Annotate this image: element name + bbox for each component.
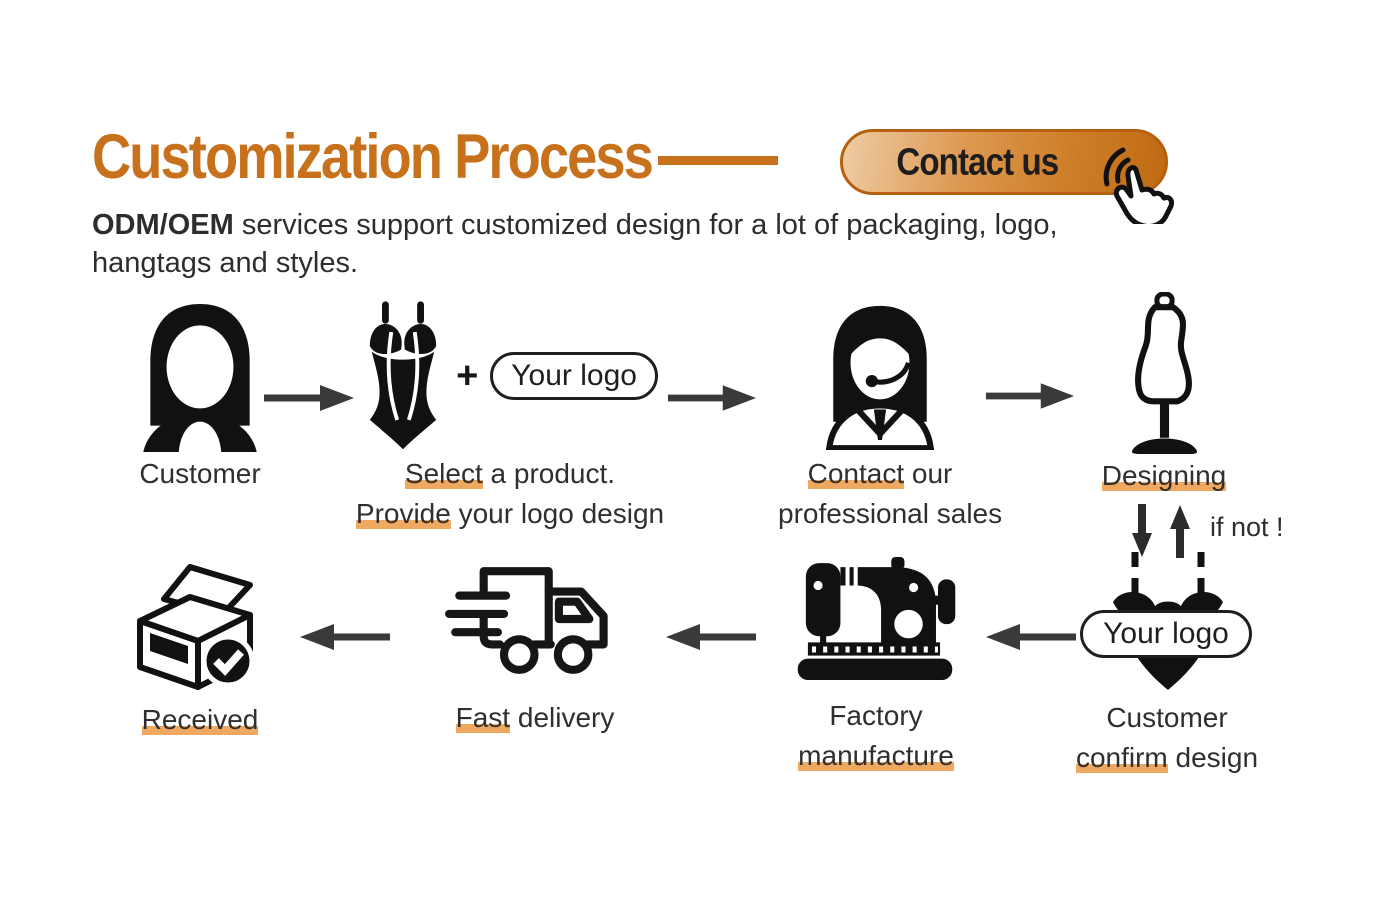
- step-received-label: Received: [141, 704, 259, 735]
- arrow-left-icon: [300, 622, 392, 652]
- step-select-label-line1: Select a product.: [404, 458, 616, 489]
- subtitle-bold: ODM/OEM: [92, 209, 234, 241]
- arrow-right-icon: [984, 381, 1074, 411]
- step-contact-sales: Contact our professional sales: [778, 298, 1003, 534]
- plus-sign: +: [456, 354, 479, 397]
- mannequin-icon: [1072, 292, 1256, 456]
- your-logo-pill: Your logo: [1080, 610, 1252, 658]
- step-designing: Designing: [1072, 292, 1256, 496]
- subtitle: ODM/OEM services support customized desi…: [92, 206, 1282, 282]
- support-agent-icon: [778, 298, 982, 454]
- step-confirm-design: Your logo Customer confirm design: [1068, 548, 1266, 778]
- step-designing-label: Designing: [1101, 460, 1227, 491]
- swimsuit-icon: [362, 301, 444, 451]
- arrow-left-icon: [986, 622, 1078, 652]
- step-received: Received: [112, 556, 288, 740]
- contact-us-button[interactable]: Contact us: [840, 129, 1174, 224]
- page-title: Customization Process: [92, 121, 654, 192]
- arrow-up-icon: [1170, 505, 1190, 558]
- step-factory-label-line2: manufacture: [798, 740, 954, 771]
- feedback-arrows: [1128, 502, 1200, 560]
- open-box-check-icon: [112, 556, 288, 692]
- your-logo-pill: Your logo: [490, 352, 658, 400]
- step-factory: Factory manufacture: [778, 556, 974, 776]
- step-sales-label-line1: Contact our: [807, 458, 953, 489]
- customer-woman-icon: [112, 298, 288, 454]
- arrow-left-icon: [666, 622, 758, 652]
- step-sales-label-line2: professional sales: [778, 498, 1003, 529]
- subtitle-line1: services support customized design for a…: [233, 209, 1058, 241]
- arrow-down-icon: [1132, 504, 1152, 557]
- step-customer: Customer: [112, 298, 288, 494]
- step-select-product: + Your logo Select a product. Provide yo…: [328, 298, 692, 534]
- step-delivery-label: Fast delivery: [455, 702, 615, 733]
- step-confirm-label-line1: Customer: [1106, 702, 1228, 733]
- step-confirm-label-line2: confirm design: [1075, 742, 1259, 773]
- arrow-right-icon: [666, 383, 756, 413]
- bikini-icon: Your logo: [1068, 548, 1266, 698]
- contact-us-label: Contact us: [896, 139, 1059, 183]
- subtitle-line2: hangtags and styles.: [92, 247, 359, 279]
- step-factory-label-line1: Factory: [829, 700, 923, 731]
- arrow-right-icon: [262, 383, 354, 413]
- step-fast-delivery: Fast delivery: [428, 556, 642, 738]
- step-select-label-line2: Provide your logo design: [355, 498, 665, 529]
- title-dash: [658, 156, 778, 165]
- step-customer-label: Customer: [139, 458, 261, 489]
- sewing-machine-icon: [778, 556, 974, 682]
- click-hand-icon: [1095, 138, 1181, 224]
- delivery-truck-icon: [428, 556, 642, 682]
- if-not-label: if not !: [1210, 512, 1284, 542]
